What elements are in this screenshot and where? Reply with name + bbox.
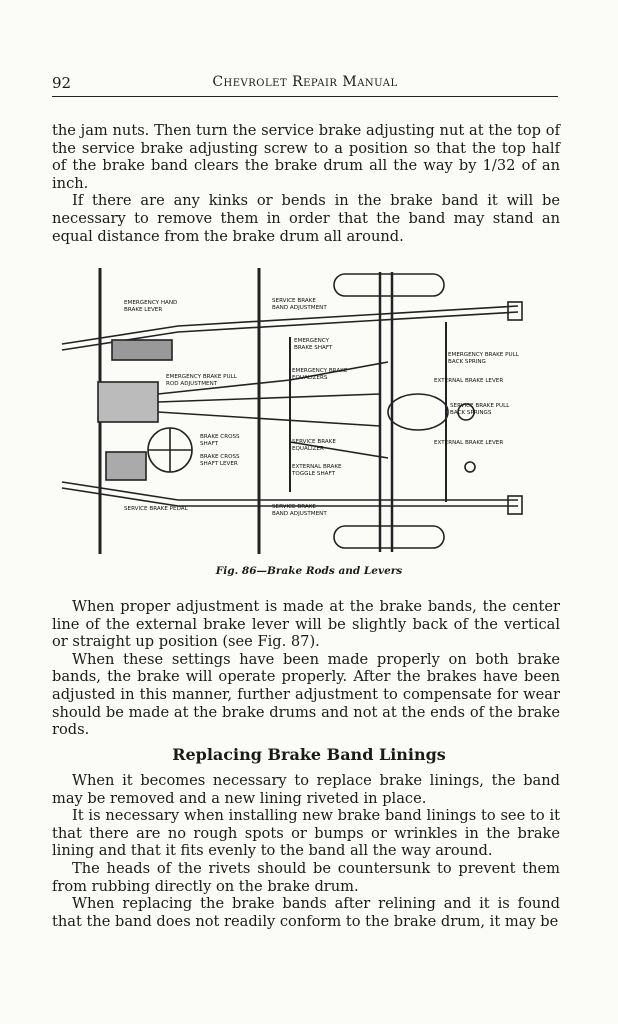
chassis-drawing: EMERGENCY HAND BRAKE LEVER SERVICE BRAKE… (61, 268, 523, 554)
label-emergency-hand-lever-2: BRAKE LEVER (124, 307, 162, 313)
label-emergency-pull-rod-1: EMERGENCY BRAKE PULL (166, 374, 238, 380)
label-emergency-pull-back-spring-1: EMERGENCY BRAKE PULL (448, 352, 520, 358)
label-emergency-brake-shaft-2: BRAKE SHAFT (294, 345, 333, 351)
label-service-band-adjust-top-1: SERVICE BRAKE (272, 298, 316, 304)
diagram-labels: EMERGENCY HAND BRAKE LEVER SERVICE BRAKE… (124, 298, 520, 517)
label-brake-cross-shaft-1: BRAKE CROSS (200, 434, 240, 440)
label-external-brake-lever-1: EXTERNAL BRAKE LEVER (434, 378, 503, 384)
label-external-brake-lever-2: EXTERNAL BRAKE LEVER (434, 440, 503, 446)
body-text: When proper adjustment is made at the br… (52, 598, 560, 739)
page-number: 92 (52, 74, 72, 92)
section-paragraph-1: When it becomes necessary to replace bra… (52, 772, 560, 807)
label-emergency-pull-rod-2: ROD ADJUSTMENT (166, 381, 218, 387)
intro-text: the jam nuts. Then turn the service brak… (52, 122, 560, 245)
label-brake-cross-shaft-lever-1: BRAKE CROSS (200, 454, 240, 460)
running-title: Chevrolet Repair Manual (212, 74, 398, 90)
page-header: 92 Chevrolet Repair Manual (52, 72, 558, 97)
intro-paragraph-1: the jam nuts. Then turn the service brak… (52, 122, 560, 192)
label-service-pull-back-springs-1: SERVICE BRAKE PULL (450, 403, 510, 409)
label-service-pull-back-springs-2: BACK SPRINGS (450, 410, 492, 416)
body-paragraph-1: When proper adjustment is made at the br… (52, 598, 560, 651)
label-emergency-equalizers-1: EMERGENCY BRAKE (292, 368, 348, 374)
label-service-band-adjust-top-2: BAND ADJUSTMENT (272, 305, 327, 311)
body-paragraph-2: When these settings have been made prope… (52, 650, 560, 739)
label-brake-cross-shaft-lever-2: SHAFT LEVER (200, 461, 238, 467)
label-service-brake-pedal: SERVICE BRAKE PEDAL (124, 506, 189, 512)
intro-paragraph-2: If there are any kinks or bends in the b… (52, 192, 560, 245)
figure-caption: Fig. 86—Brake Rods and Levers (215, 565, 403, 577)
label-service-band-adjust-bottom-2: BAND ADJUSTMENT (272, 511, 327, 517)
section-paragraph-2: It is necessary when installing new brak… (52, 807, 560, 860)
section-text: When it becomes necessary to replace bra… (52, 772, 560, 930)
label-service-equalizer-1: SERVICE BRAKE (292, 439, 336, 445)
label-emergency-pull-back-spring-2: BACK SPRING (448, 359, 486, 365)
section-heading: Replacing Brake Band Linings (172, 745, 446, 764)
label-emergency-brake-shaft-1: EMERGENCY (294, 338, 330, 344)
label-service-band-adjust-bottom-1: SERVICE BRAKE (272, 504, 316, 510)
section-paragraph-4: When replacing the brake bands after rel… (52, 895, 560, 930)
label-external-toggle-shaft-2: TOGGLE SHAFT (291, 471, 336, 477)
section-paragraph-3: The heads of the rivets should be counte… (52, 859, 560, 895)
label-brake-cross-shaft-2: SHAFT (200, 441, 219, 447)
label-emergency-hand-lever-1: EMERGENCY HAND (124, 300, 177, 306)
label-service-equalizer-2: EQUALIZER (292, 446, 324, 452)
label-emergency-equalizers-2: EQUALIZERS (292, 375, 328, 381)
brake-diagram: EMERGENCY HAND BRAKE LEVER SERVICE BRAKE… (58, 262, 538, 562)
label-external-toggle-shaft-1: EXTERNAL BRAKE (292, 464, 342, 470)
